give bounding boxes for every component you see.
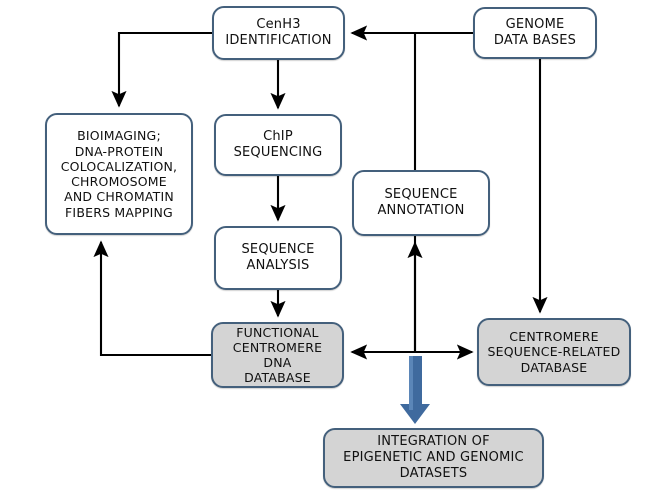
node-sequence-annotation[interactable]: SEQUENCE ANNOTATION	[352, 170, 490, 236]
node-label: SEQUENCE ANALYSIS	[241, 242, 315, 273]
node-integration-epigenetic-genomic-datasets[interactable]: INTEGRATION OF EPIGENETIC AND GENOMIC DA…	[323, 428, 544, 488]
node-centromere-sequence-related-database[interactable]: CENTROMERE SEQUENCE-RELATED DATABASE	[477, 318, 631, 386]
node-sequence-analysis[interactable]: SEQUENCE ANALYSIS	[214, 226, 342, 290]
node-label: CENTROMERE SEQUENCE-RELATED DATABASE	[487, 329, 621, 375]
edge-cenh3-to-bioimaging	[111, 31, 212, 108]
node-label: CenH3 IDENTIFICATION	[225, 17, 332, 48]
node-label: FUNCTIONAL CENTROMERE DNA DATABASE	[232, 324, 323, 386]
node-label: GENOME DATA BASES	[493, 17, 577, 48]
node-chip-sequencing[interactable]: ChIP SEQUENCING	[214, 114, 342, 176]
node-label: SEQUENCE ANNOTATION	[377, 187, 465, 218]
node-label: INTEGRATION OF EPIGENETIC AND GENOMIC DA…	[343, 434, 524, 481]
node-label: ChIP SEQUENCING	[233, 129, 323, 160]
edge-funcdb-to-bioimaging	[93, 240, 211, 357]
node-bioimaging[interactable]: BIOIMAGING; DNA-PROTEIN COLOCALIZATION, …	[45, 113, 193, 235]
node-functional-centromere-dna-database[interactable]: FUNCTIONAL CENTROMERE DNA DATABASE	[211, 322, 344, 388]
edge-hub-to-integration-thick	[400, 356, 430, 424]
node-genome-data-bases[interactable]: GENOME DATA BASES	[473, 7, 597, 59]
node-cenh3-identification[interactable]: CenH3 IDENTIFICATION	[212, 6, 345, 60]
node-label: BIOIMAGING; DNA-PROTEIN COLOCALIZATION, …	[60, 128, 178, 220]
